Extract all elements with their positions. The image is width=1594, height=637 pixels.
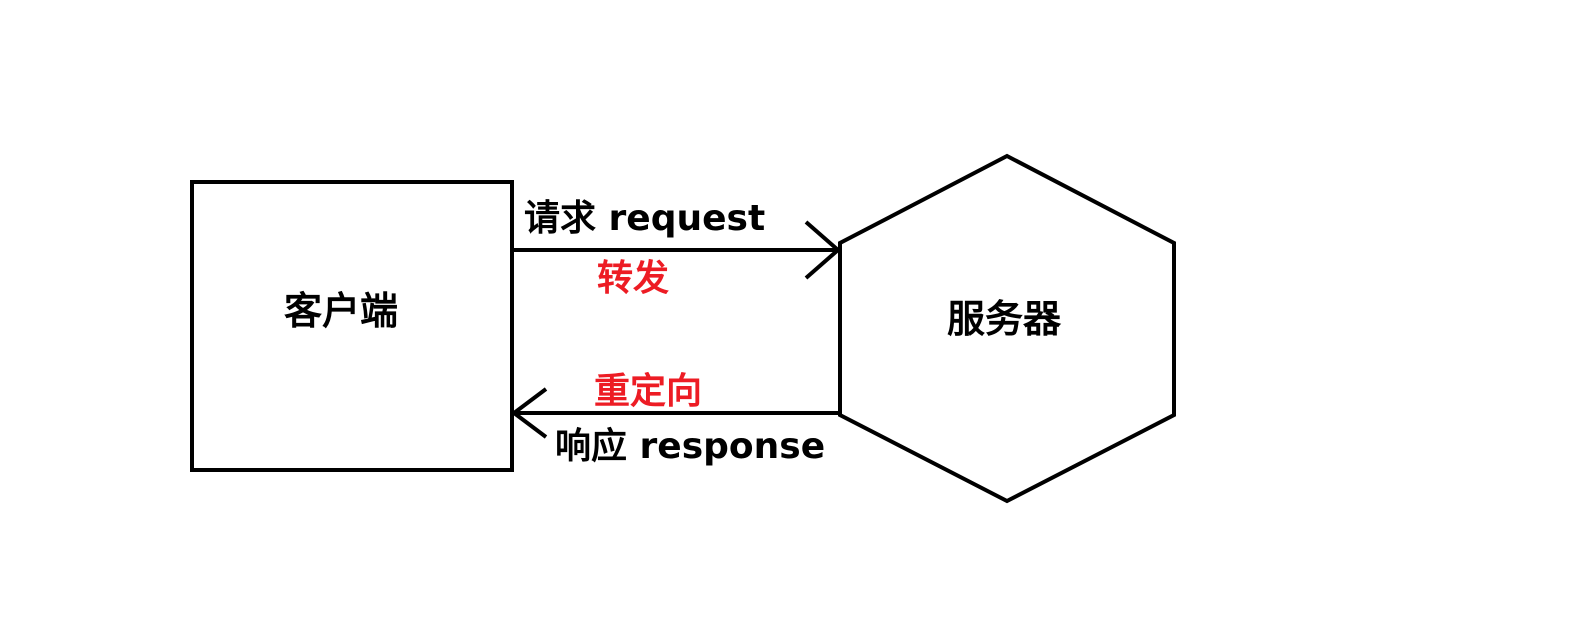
client-box	[190, 180, 514, 472]
request-annotation: 转发	[597, 258, 669, 299]
client-label: 客户端	[284, 289, 398, 333]
request-arrow: 请求 request 转发	[512, 198, 842, 299]
server-label: 服务器	[947, 297, 1062, 341]
server-node: 服务器	[838, 153, 1176, 504]
response-label: 响应 response	[555, 426, 825, 467]
request-label: 请求 request	[524, 198, 765, 239]
response-arrow: 重定向 响应 response	[510, 371, 838, 467]
request-arrowhead	[804, 220, 842, 280]
client-node: 客户端	[190, 180, 514, 472]
response-annotation: 重定向	[594, 371, 702, 412]
response-arrowhead	[510, 387, 548, 439]
server-hexagon	[838, 153, 1176, 504]
